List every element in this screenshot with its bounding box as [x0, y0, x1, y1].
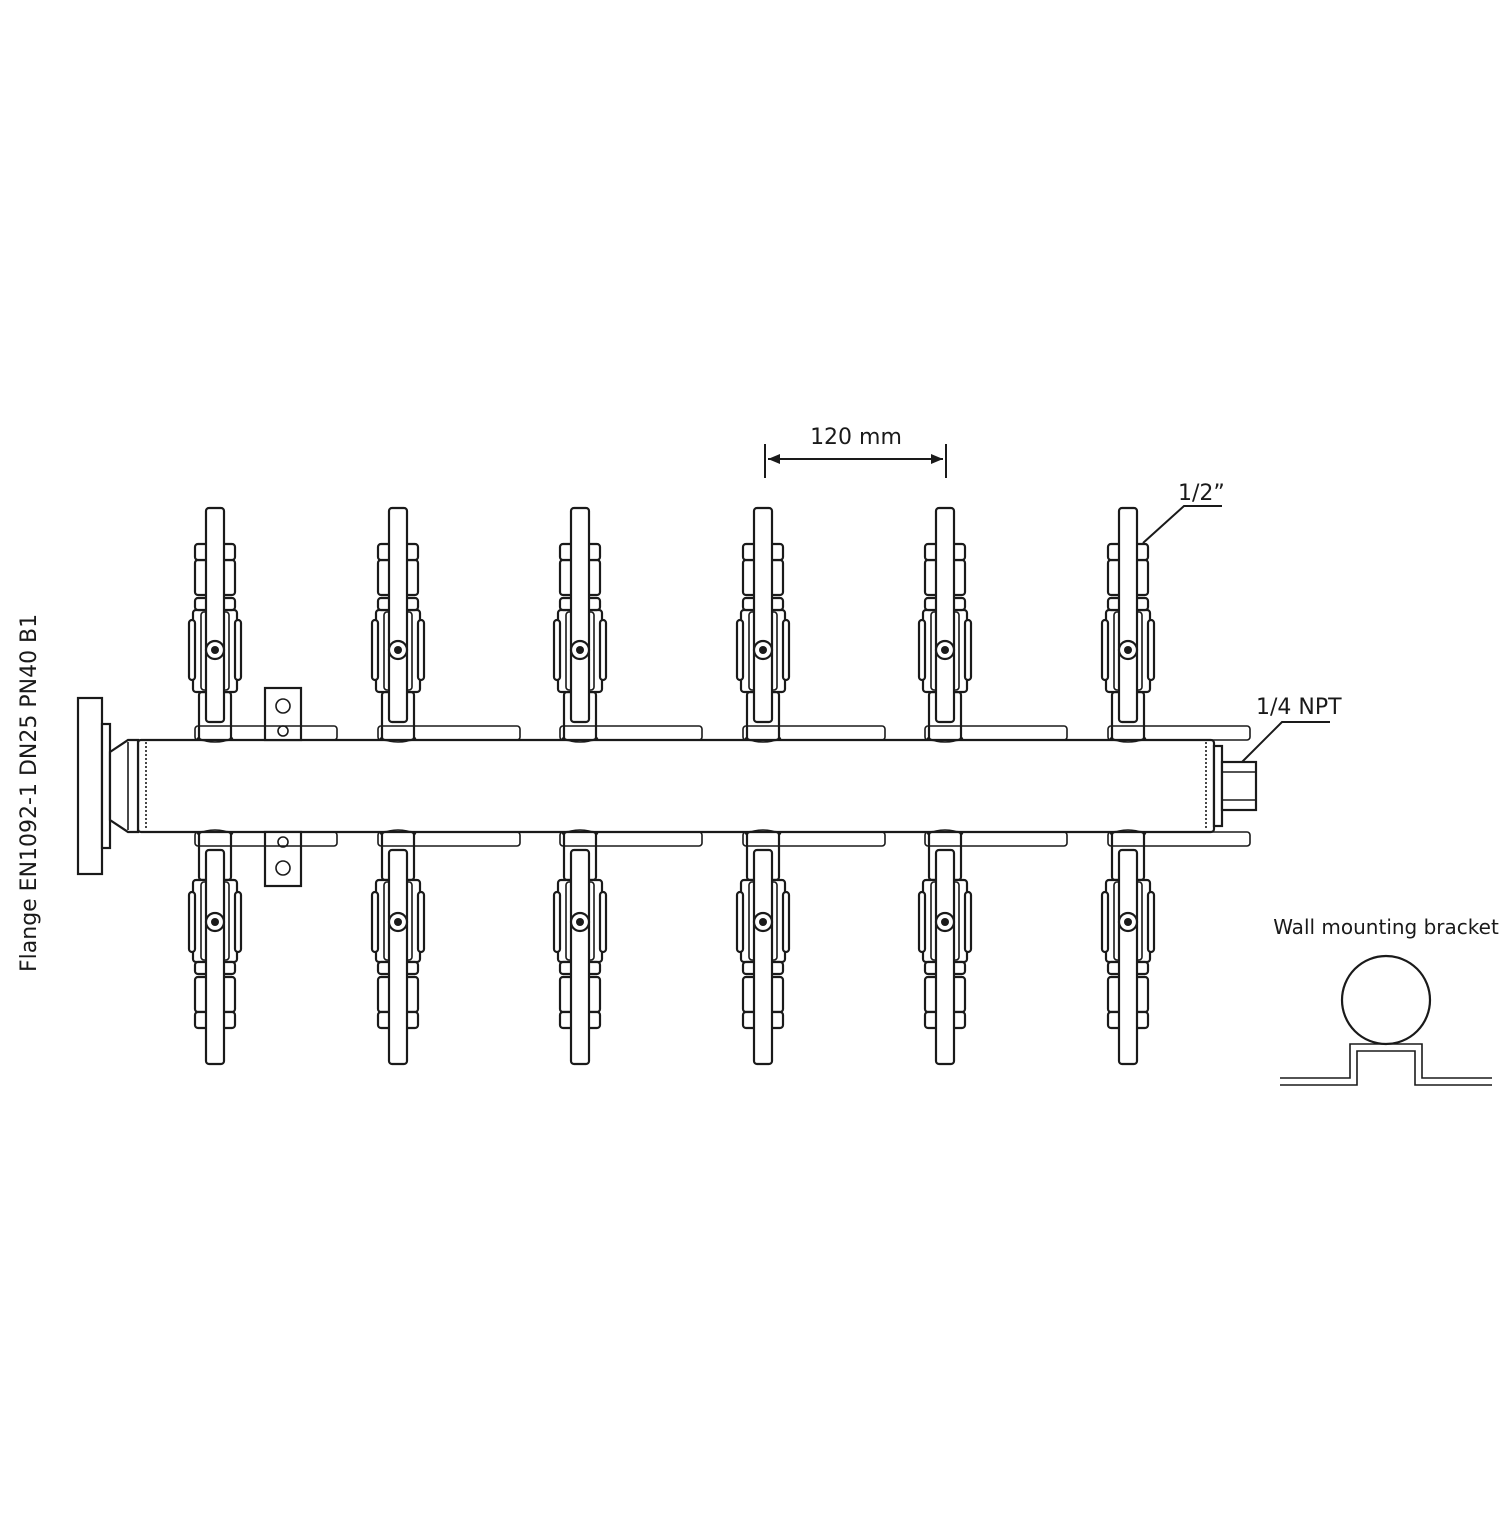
valve-top-4 [735, 506, 886, 743]
valve-row-top [187, 506, 1251, 743]
outlet-size-label: 1/2” [1178, 481, 1225, 506]
valve-bottom-2 [370, 829, 521, 1066]
bracket-label: Wall mounting bracket [1273, 915, 1499, 939]
valve-bottom-6 [1100, 829, 1251, 1066]
wall-bracket-detail: Wall mounting bracket [1273, 915, 1499, 1086]
spacing-label: 120 mm [810, 425, 902, 450]
outlet-size-callout: 1/2” [1142, 481, 1225, 544]
mounting-clamp [263, 686, 303, 888]
valve-bottom-3 [552, 829, 703, 1066]
valve-top-3 [552, 506, 703, 743]
end-port-plug [1212, 744, 1258, 828]
end-port-label: 1/4 NPT [1256, 695, 1342, 720]
spacing-dimension: 120 mm [764, 425, 947, 478]
valve-bottom-1 [187, 829, 338, 1066]
end-port-callout: 1/4 NPT [1241, 695, 1342, 763]
valve-bottom-5 [917, 829, 1068, 1066]
flange [76, 696, 140, 876]
valve-row-bottom [187, 829, 1251, 1066]
valve-bottom-4 [735, 829, 886, 1066]
valve-top-5 [917, 506, 1068, 743]
valve-top-1 [187, 506, 338, 743]
header-pipe [136, 738, 1216, 834]
valve-top-6 [1100, 506, 1251, 743]
valve-top-2 [370, 506, 521, 743]
flange-label: Flange EN1092-1 DN25 PN40 B1 [17, 614, 42, 972]
